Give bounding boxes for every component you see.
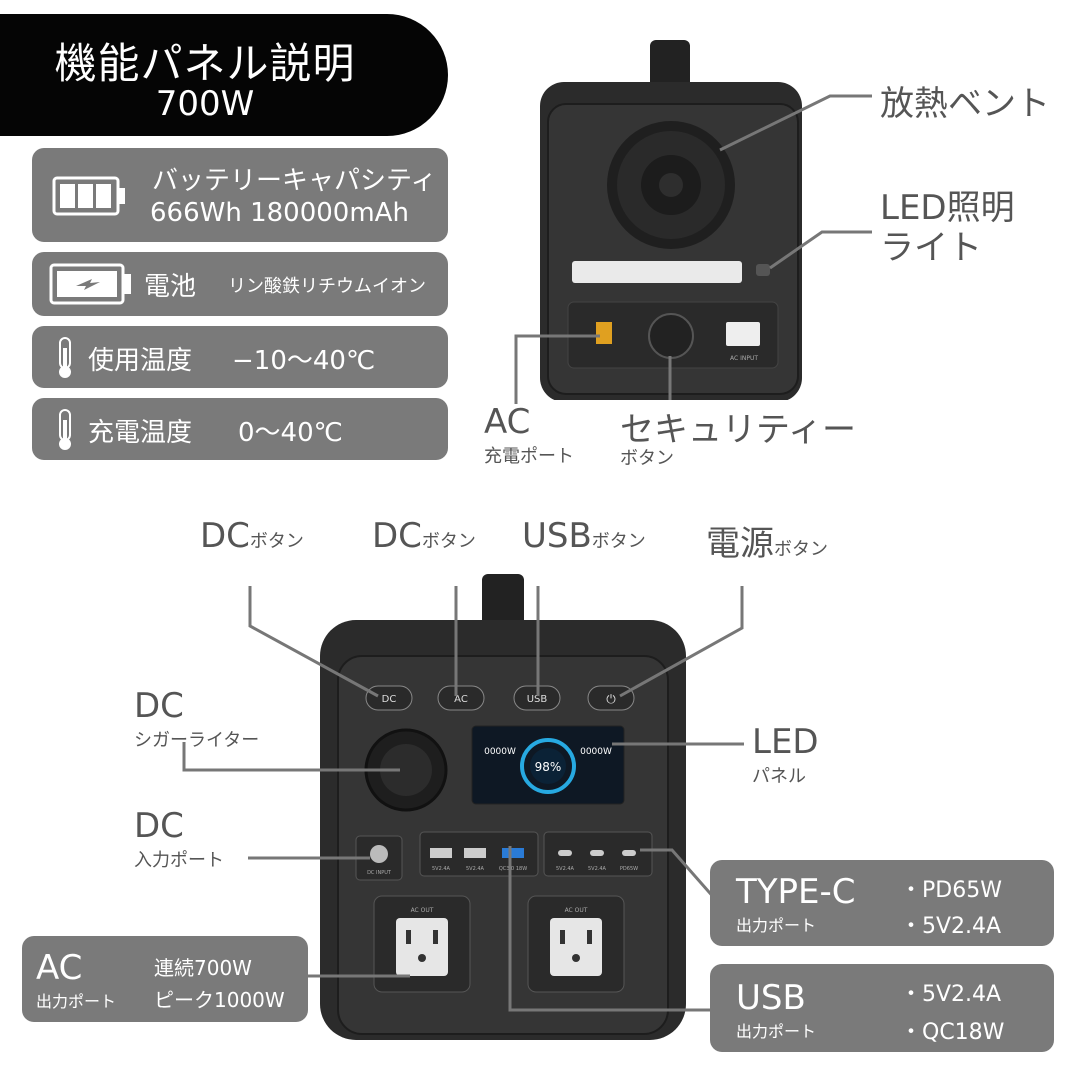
led-light-label-2: ライト <box>880 228 982 268</box>
dc-input-sublabel: 入力ポート <box>134 850 224 871</box>
dc-toggle-label: DC <box>382 694 397 705</box>
spec-value: リン酸鉄リチウムイオン <box>228 276 426 297</box>
callout-sub: ボタン <box>249 531 304 552</box>
ac-out-title: AC <box>36 948 83 988</box>
callout-sub: ボタン <box>421 531 476 552</box>
device-front-view: DC AC USB ⏻ 98% 0000W 0000W DC INPUT 5V2… <box>320 574 686 1040</box>
ac-charge-port[interactable] <box>596 322 612 344</box>
dc-button-callout-1: DCボタン <box>200 516 304 556</box>
spec-battery-type: 電池 リン酸鉄リチウムイオン <box>32 252 448 316</box>
usb-info-box: USB 出力ポート ・5V2.4A ・QC18W <box>710 964 1054 1052</box>
callout-main: DC <box>200 516 250 556</box>
ac-input-socket[interactable] <box>726 322 760 346</box>
power-button-callout: 電源ボタン <box>706 516 828 565</box>
spec-label: 使用温度 <box>88 346 193 376</box>
usb-a-port[interactable] <box>464 848 486 858</box>
ac-out-1-label: AC OUT <box>411 907 434 914</box>
callout-main: 電源 <box>706 524 774 564</box>
thermometer-icon <box>59 409 71 450</box>
usb-spec2: ・QC18W <box>900 1020 1005 1045</box>
display-percent: 98% <box>535 760 562 774</box>
page-subtitle: 700W <box>155 84 255 124</box>
led-panel-sublabel: パネル <box>752 766 806 787</box>
usb-qc-port[interactable] <box>502 848 524 858</box>
security-label: セキュリティー <box>620 410 856 450</box>
spec-label: バッテリーキャパシティ <box>152 166 437 196</box>
led-light-label-1: LED照明 <box>880 188 1015 228</box>
usb-toggle-label: USB <box>527 694 548 705</box>
usb-c-port[interactable] <box>590 850 604 856</box>
callout-sub: ボタン <box>774 539 828 560</box>
callout-sub: ボタン <box>591 531 646 552</box>
dc-input-port[interactable] <box>370 845 388 863</box>
ac-out-sub: 出力ポート <box>36 992 117 1011</box>
callout-main: USB <box>522 516 592 556</box>
ac-out-spec2: ピーク1000W <box>154 988 285 1012</box>
type-c-spec1: ・PD65W <box>900 878 1002 903</box>
type-c-info-box: TYPE-C 出力ポート ・PD65W ・5V2.4A <box>710 860 1054 946</box>
ac-toggle-label: AC <box>454 694 468 705</box>
usb-c3-label: PD65W <box>620 866 638 872</box>
usb-c-port[interactable] <box>622 850 636 856</box>
type-c-sub: 出力ポート <box>736 916 817 935</box>
ac-charge-sublabel: 充電ポート <box>484 446 574 467</box>
vent-label: 放熱ベント <box>880 84 1050 124</box>
led-light-bar <box>572 261 742 283</box>
spec-capacity: バッテリーキャパシティ 666Wh 180000mAh <box>32 148 448 242</box>
usb-c1-label: 5V2.4A <box>556 866 575 872</box>
dc-button-callout-2: DCボタン <box>372 516 476 556</box>
dc-input-label: DC INPUT <box>367 870 392 876</box>
power-icon: ⏻ <box>606 692 616 706</box>
title-banner: 機能パネル説明 700W <box>0 14 448 136</box>
display-output-watts: 0000W <box>580 747 612 757</box>
battery-charge-icon <box>49 263 131 305</box>
cigar-sublabel: シガーライター <box>134 730 260 751</box>
dc-input-label: DC <box>134 806 184 846</box>
spec-value: 0〜40℃ <box>238 418 343 448</box>
spec-value: 666Wh 180000mAh <box>150 198 409 228</box>
usb-title: USB <box>736 978 806 1018</box>
usb-a2-label: 5V2.4A <box>466 866 485 872</box>
callout-main: DC <box>372 516 422 556</box>
spec-value: −10〜40℃ <box>232 346 376 376</box>
type-c-title: TYPE-C <box>736 872 856 912</box>
spec-charging-temp: 充電温度 0〜40℃ <box>32 398 448 460</box>
device-back-view: AC INPUT <box>540 40 802 400</box>
ac-input-label: AC INPUT <box>730 355 758 362</box>
dc-toggle-button[interactable] <box>365 685 413 711</box>
thermometer-icon <box>59 337 71 378</box>
spec-label: 充電温度 <box>88 418 193 448</box>
display-input-watts: 0000W <box>484 747 516 757</box>
usb-button-callout: USBボタン <box>522 516 646 556</box>
usb-sub: 出力ポート <box>736 1022 817 1041</box>
type-c-spec2: ・5V2.4A <box>900 914 1002 939</box>
spec-label: 電池 <box>144 272 197 302</box>
ac-toggle-button[interactable] <box>437 685 485 711</box>
battery-icon <box>52 176 125 216</box>
page-title: 機能パネル説明 <box>54 39 356 88</box>
cigar-label: DC <box>134 686 184 726</box>
power-button[interactable] <box>587 685 635 711</box>
ac-out-info-box: AC 出力ポート 連続700W ピーク1000W <box>22 936 308 1022</box>
usb-spec1: ・5V2.4A <box>900 982 1002 1007</box>
usb-c-port[interactable] <box>558 850 572 856</box>
usb-a1-label: 5V2.4A <box>432 866 451 872</box>
led-panel-label: LED <box>752 722 819 762</box>
spec-operating-temp: 使用温度 −10〜40℃ <box>32 326 448 388</box>
usb-a-port[interactable] <box>430 848 452 858</box>
usb-qc-label: QC3.0 18W <box>499 866 527 872</box>
handle <box>482 574 524 628</box>
ac-out-2-label: AC OUT <box>565 907 588 914</box>
ac-out-spec1: 連続700W <box>154 956 252 980</box>
usb-c2-label: 5V2.4A <box>588 866 607 872</box>
ac-charge-label: AC <box>484 402 531 442</box>
led-light-switch[interactable] <box>756 264 770 276</box>
security-sublabel: ボタン <box>620 448 674 469</box>
